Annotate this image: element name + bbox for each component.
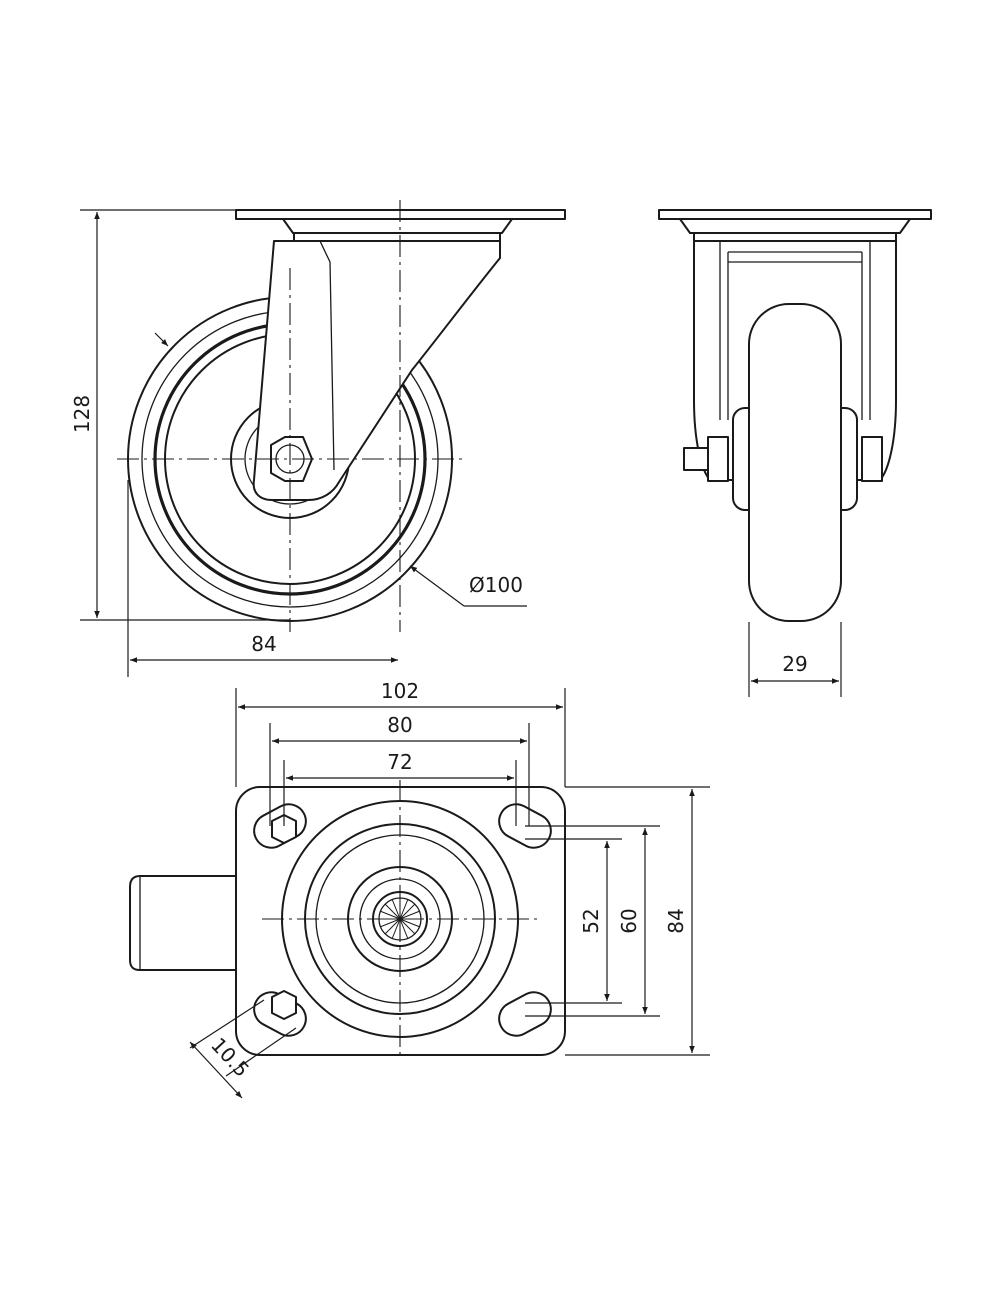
dim-offset-84: 84 (251, 632, 276, 656)
side-dimensions: 29 (748, 622, 842, 697)
side-axle-nut-right (861, 436, 883, 482)
top-protrusion (129, 875, 236, 971)
dim-wheel-width-29: 29 (782, 652, 807, 676)
front-view (117, 200, 566, 632)
side-axle-nut-left (707, 436, 729, 482)
dim-hole-spacing-72: 72 (387, 750, 412, 774)
dim-wheel-diameter: Ø100 (469, 573, 523, 597)
side-view (658, 209, 932, 622)
dim-height-128: 128 (70, 395, 94, 433)
side-top-plate (658, 209, 932, 220)
dim-vertical-60: 60 (617, 908, 641, 933)
side-plate-flange (679, 218, 911, 234)
front-kingpin-housing (293, 232, 501, 242)
dim-plate-height-84: 84 (664, 908, 688, 933)
front-fork-edge (319, 240, 335, 471)
front-dimensions: 128 84 Ø100 (70, 209, 527, 677)
top-view (129, 780, 566, 1060)
dim-vertical-52: 52 (579, 908, 603, 933)
dim-plate-width-102: 102 (381, 679, 419, 703)
front-fork (252, 240, 501, 501)
slot-bottom-right (498, 991, 552, 1037)
dim-hole-spacing-80: 80 (387, 713, 412, 737)
side-wheel (748, 303, 842, 622)
front-plate-flange (282, 218, 513, 234)
top-dimensions: 102 80 72 52 60 84 10.5 (189, 679, 710, 1099)
top-rivet-star (379, 898, 421, 940)
